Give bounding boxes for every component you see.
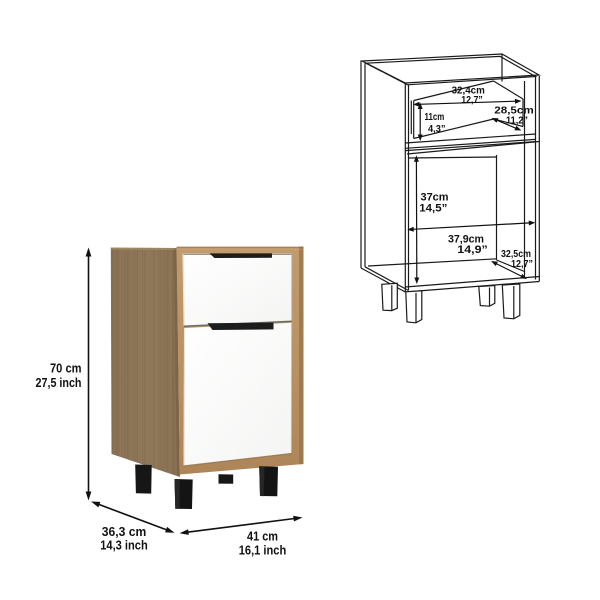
svg-text:12,7”: 12,7” (461, 95, 483, 106)
svg-text:27,5 inch: 27,5 inch (36, 375, 82, 390)
svg-text:32,5cm: 32,5cm (501, 249, 531, 260)
svg-text:16,1 inch: 16,1 inch (239, 543, 287, 558)
svg-text:4,3”: 4,3” (428, 124, 446, 135)
svg-text:14,9”: 14,9” (457, 244, 487, 256)
svg-text:41 cm: 41 cm (247, 529, 278, 544)
svg-text:36,3 cm: 36,3 cm (102, 524, 147, 539)
svg-text:70 cm: 70 cm (50, 361, 82, 376)
svg-text:37cm: 37cm (421, 191, 449, 203)
svg-text:11cm: 11cm (425, 112, 445, 123)
svg-text:12,7”: 12,7” (511, 259, 533, 270)
svg-text:14,5”: 14,5” (419, 202, 447, 214)
svg-text:32,4cm: 32,4cm (452, 86, 485, 97)
svg-text:28,5cm: 28,5cm (494, 106, 534, 117)
svg-text:14,3 inch: 14,3 inch (100, 538, 148, 553)
svg-text:11,2”: 11,2” (506, 116, 528, 127)
svg-text:37,9cm: 37,9cm (448, 234, 484, 246)
